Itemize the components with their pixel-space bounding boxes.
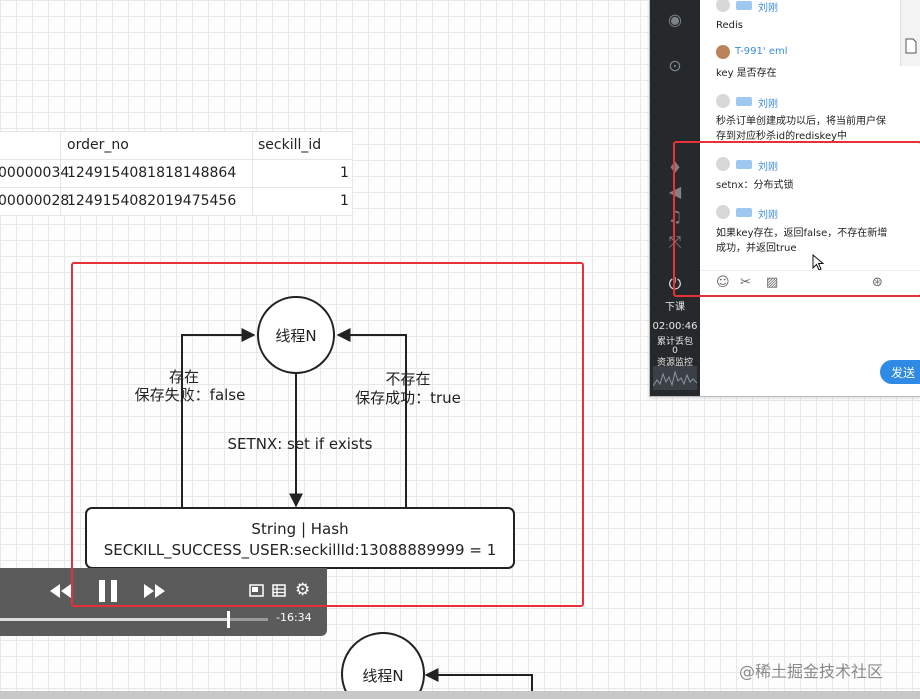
thread-node-top-label: 线程N bbox=[275, 327, 316, 345]
camera-icon[interactable]: ◉ bbox=[668, 10, 682, 29]
send-button[interactable]: 发送 ▾ bbox=[880, 360, 920, 384]
mouse-cursor-icon bbox=[812, 254, 825, 271]
expand-icon[interactable]: ⤧ bbox=[668, 232, 682, 251]
screen-share-icon[interactable]: ⊙ bbox=[668, 56, 682, 75]
column-header-seckill-id[interactable]: seckill_id bbox=[258, 137, 322, 153]
cell-id: 00000034 bbox=[0, 165, 70, 181]
watermark: @稀土掘金技术社区 bbox=[739, 662, 884, 681]
thread-node-bottom bbox=[341, 632, 425, 699]
time-remaining: -16:34 bbox=[276, 611, 312, 624]
scissors-icon[interactable]: ✂ bbox=[740, 275, 751, 290]
packet-loss-value: 0 bbox=[672, 346, 678, 356]
false-branch-label-2: 保存失败：false bbox=[135, 386, 246, 404]
end-class-label[interactable]: 下课 bbox=[665, 302, 685, 313]
cell-seckill-id: 1 bbox=[340, 165, 349, 181]
message-author[interactable]: T-991' eml bbox=[735, 46, 788, 57]
column-header-order-no[interactable]: order_no bbox=[67, 137, 129, 153]
elapsed-time: 02:00:46 bbox=[652, 321, 698, 332]
setnx-label: SETNX: set if exists bbox=[228, 435, 373, 453]
cell-order-no: 1249154081818148864 bbox=[67, 165, 237, 181]
message-author[interactable]: 刘刚 bbox=[758, 99, 778, 110]
message-text: key 是否存在 bbox=[716, 68, 777, 79]
true-branch-label-1: 不存在 bbox=[385, 370, 430, 388]
picture-in-picture-icon[interactable] bbox=[249, 584, 264, 597]
settings-gear-icon[interactable]: ⚙ bbox=[295, 580, 311, 600]
microphone-icon[interactable]: ♦ bbox=[667, 158, 683, 177]
redis-store-type: String | Hash bbox=[251, 520, 348, 538]
message-author[interactable]: 刘刚 bbox=[758, 3, 778, 14]
avatar bbox=[716, 157, 730, 171]
role-badge bbox=[736, 1, 752, 10]
video-control-bar: ⚙ -16:34 bbox=[0, 568, 327, 636]
cell-seckill-id: 1 bbox=[340, 193, 349, 209]
cell-order-no: 1249154082019475456 bbox=[67, 193, 237, 209]
message-author[interactable]: 刘刚 bbox=[758, 210, 778, 221]
resource-monitor-graph bbox=[653, 366, 697, 390]
message-text: Redis bbox=[716, 20, 743, 31]
highlight-box-diagram bbox=[71, 262, 584, 607]
playlist-icon[interactable] bbox=[272, 584, 286, 597]
packet-loss-label: 累计丢包 bbox=[656, 337, 693, 347]
role-badge bbox=[736, 208, 752, 217]
rewind-icon[interactable] bbox=[48, 582, 72, 600]
fast-forward-icon[interactable] bbox=[143, 582, 167, 600]
result-table: order_no seckill_id 00000034 12491540818… bbox=[0, 131, 352, 216]
highlight-box-chat bbox=[673, 141, 920, 297]
resource-monitor-label[interactable]: 资源监控 bbox=[656, 358, 693, 368]
redis-store-key: SECKILL_SUCCESS_USER:seckillId:130888899… bbox=[104, 541, 497, 560]
table-row[interactable]: 00000028 1249154082019475456 1 bbox=[0, 188, 352, 216]
settings-icon[interactable]: ⊛ bbox=[872, 275, 883, 290]
music-icon[interactable]: ♫ bbox=[667, 207, 683, 226]
true-branch-arrow bbox=[336, 328, 407, 508]
rail-stats: 下课 02:00:46 累计丢包 0 资源监控 bbox=[650, 298, 700, 370]
chat-toolbar: ☺ ✂ ▨ ⊛ bbox=[700, 270, 920, 295]
pause-icon[interactable] bbox=[97, 579, 119, 603]
emoji-icon[interactable]: ☺ bbox=[716, 275, 730, 290]
avatar bbox=[716, 45, 730, 59]
rail-label-blurred bbox=[650, 31, 700, 37]
thread-node-top bbox=[257, 296, 335, 374]
speaker-icon[interactable]: ◀ bbox=[668, 182, 682, 201]
video-progress-fill bbox=[0, 618, 228, 621]
false-branch-arrow bbox=[181, 328, 256, 508]
table-header-row: order_no seckill_id bbox=[0, 131, 352, 160]
avatar bbox=[716, 94, 730, 108]
avatar bbox=[716, 0, 730, 12]
image-icon[interactable]: ▨ bbox=[766, 275, 779, 290]
video-progress-handle[interactable] bbox=[226, 611, 230, 628]
role-badge bbox=[736, 160, 752, 169]
message-text: setnx：分布式锁 bbox=[716, 180, 794, 191]
message-author[interactable]: 刘刚 bbox=[758, 162, 778, 173]
true-branch-label-2: 保存成功：true bbox=[355, 389, 461, 407]
document-icon[interactable] bbox=[905, 38, 917, 54]
avatar bbox=[716, 205, 730, 219]
video-progress-track[interactable] bbox=[0, 611, 268, 628]
cell-id: 00000028 bbox=[0, 193, 70, 209]
role-badge bbox=[736, 97, 752, 106]
thread-node-bottom-label: 线程N bbox=[362, 667, 403, 685]
left-rail: ◉ ⊙ ♦ ◀ ♫ ⤧ ⏻ 下课 02:00:46 累计丢包 0 资源监控 bbox=[650, 0, 700, 396]
bottom-scrollbar[interactable] bbox=[0, 691, 920, 699]
chat-panel: 刘刚 Redis T-991' eml key 是否存在 刘刚 秒杀订单创建成功… bbox=[700, 0, 920, 396]
false-branch-label-1: 存在 bbox=[169, 368, 199, 386]
live-class-window: ◉ ⊙ ♦ ◀ ♫ ⤧ ⏻ 下课 02:00:46 累计丢包 0 资源监控 刘刚… bbox=[649, 0, 920, 397]
side-panel-edge bbox=[900, 0, 920, 66]
message-text: 秒杀订单创建成功以后，将当前用户保存到对应秒杀id的rediskey中 bbox=[716, 116, 886, 142]
message-text: 如果key存在，返回false，不存在新增成功，并返回true bbox=[716, 228, 888, 254]
send-label: 发送 bbox=[891, 366, 916, 380]
table-row[interactable]: 00000034 1249154081818148864 1 bbox=[0, 160, 352, 188]
end-class-icon[interactable]: ⏻ bbox=[668, 274, 682, 293]
